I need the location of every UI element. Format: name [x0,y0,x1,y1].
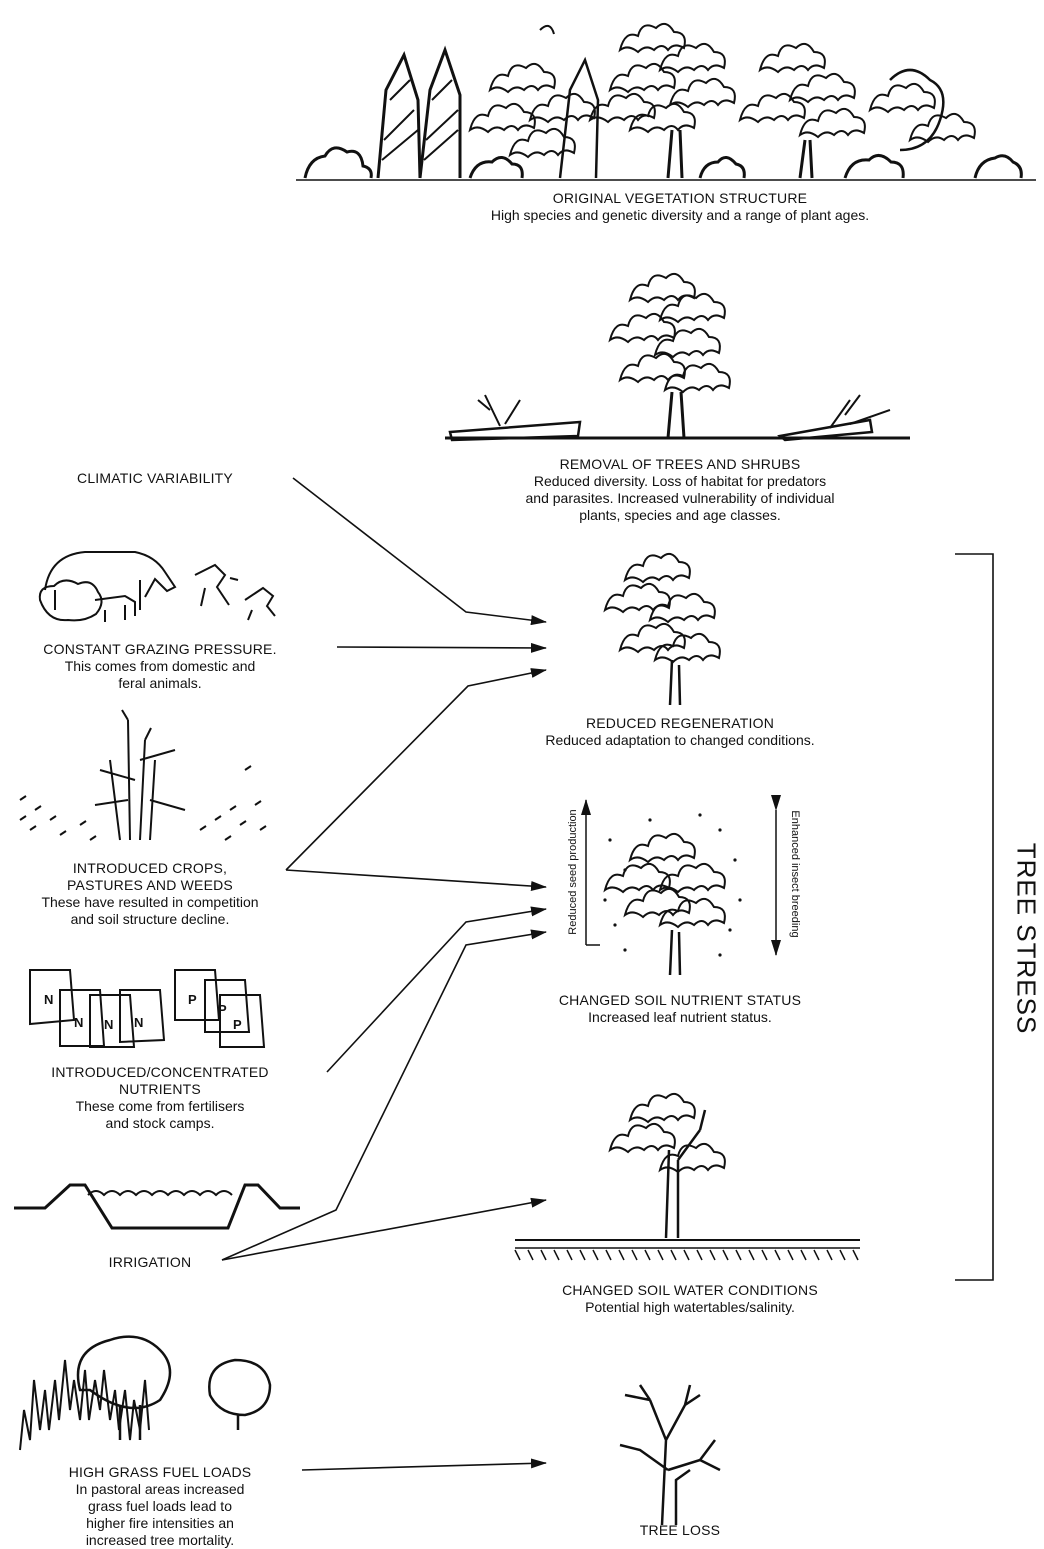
crops-title-line-1: INTRODUCED CROPS, [72,860,228,876]
nutrients-title-line-1: INTRODUCED/CONCENTRATED [51,1064,269,1080]
tree-loss-illustration [619,1384,721,1526]
nutrients-desc-line-1: These come from fertilisers [75,1098,245,1114]
removal-desc-line-1: Reduced diversity. Loss of habitat for p… [533,473,827,489]
regeneration-desc: Reduced adaptation to changed conditions… [545,732,815,748]
removal-title: REMOVAL OF TREES AND SHRUBS [559,456,801,472]
grazing-label: CONSTANT GRAZING PRESSURE. This comes fr… [5,641,315,692]
nutrient-status-title: CHANGED SOIL NUTRIENT STATUS [558,992,802,1008]
bag-letter-n-4: N [134,1015,144,1030]
soil-water-desc: Potential high watertables/salinity. [585,1299,795,1315]
tree-removal-illustration [445,272,910,442]
regeneration-label: REDUCED REGENERATION Reduced adaptation … [480,715,880,749]
grazing-desc-line-2: feral animals. [118,675,202,691]
bag-letter-p-3: P [233,1017,242,1032]
original-vegetation-title: ORIGINAL VEGETATION STRUCTURE [552,190,808,206]
nutrient-status-desc: Increased leaf nutrient status. [588,1009,772,1025]
soil-water-tree-illustration [514,1092,860,1261]
bag-letter-p-1: P [188,992,197,1007]
removal-label: REMOVAL OF TREES AND SHRUBS Reduced dive… [470,456,890,524]
removal-desc-line-2: and parasites. Increased vulnerability o… [525,490,835,506]
grazing-desc-line-1: This comes from domestic and [64,658,256,674]
nutrients-label: INTRODUCED/CONCENTRATED NUTRIENTS These … [5,1064,315,1132]
grass-fire-illustration [19,1335,272,1451]
irrigation-label: IRRIGATION [60,1254,240,1271]
regeneration-title: REDUCED REGENERATION [585,715,775,731]
nutrient-tree-illustration [581,795,781,976]
original-vegetation-illustration [296,22,1036,181]
grazing-title: CONSTANT GRAZING PRESSURE. [43,641,277,657]
nutrients-desc-line-2: and stock camps. [105,1115,215,1131]
climate-label: CLIMATIC VARIABILITY [20,470,290,487]
crops-label: INTRODUCED CROPS, PASTURES AND WEEDS The… [0,860,300,928]
arrow-fuel-to-loss [301,1458,547,1471]
arrow-irrigation-to-nutrient [221,929,547,1261]
fuel-title: HIGH GRASS FUEL LOADS [68,1464,252,1480]
regeneration-tree-illustration [604,552,721,706]
arrow-grazing-to-regeneration [336,642,547,653]
original-vegetation-label: ORIGINAL VEGETATION STRUCTURE High speci… [420,190,940,224]
bag-letter-n-3: N [104,1017,114,1032]
tree-loss-title: TREE LOSS [639,1522,721,1538]
bag-letter-n-1: N [44,992,54,1007]
fuel-desc-line-4: increased tree mortality. [85,1532,235,1548]
crops-desc-line-1: These have resulted in competition [41,894,259,910]
crops-title-line-2: PASTURES AND WEEDS [67,877,233,893]
original-vegetation-desc: High species and genetic diversity and a… [490,207,870,223]
fuel-label: HIGH GRASS FUEL LOADS In pastoral areas … [10,1464,310,1549]
fuel-desc-line-2: grass fuel loads lead to [88,1498,232,1514]
arrow-crops-to-regeneration [285,668,547,871]
climate-title: CLIMATIC VARIABILITY [77,470,233,486]
fertiliser-bags-illustration [29,969,266,1048]
irrigation-title: IRRIGATION [108,1254,192,1270]
removal-desc-line-3: plants, species and age classes. [579,507,781,523]
crops-desc-line-2: and soil structure decline. [70,911,230,927]
enhanced-insect-breeding-label: Enhanced insect breeding [789,810,801,938]
crops-weeds-illustration [19,709,267,841]
arrow-irrigation-to-water [221,1197,547,1261]
soil-water-title: CHANGED SOIL WATER CONDITIONS [562,1282,818,1298]
nutrients-title-line-2: NUTRIENTS [119,1081,201,1097]
bag-letter-n-2: N [74,1015,84,1030]
arrow-crops-to-nutrient [285,869,547,892]
connector-arrows [221,477,547,1471]
fuel-desc-line-1: In pastoral areas increased [75,1481,245,1497]
nutrient-status-label: CHANGED SOIL NUTRIENT STATUS Increased l… [480,992,880,1026]
reduced-seed-production-label: Reduced seed production [567,809,579,935]
tree-loss-label: TREE LOSS [580,1522,780,1539]
arrow-nutrients-to-nutrient [326,906,547,1073]
grazing-animals-illustration [38,551,276,622]
bag-letter-p-2: P [218,1002,227,1017]
tree-stress-bracket [955,553,994,1281]
arrow-climate-to-regeneration [292,477,547,626]
irrigation-channel-illustration [14,1183,300,1230]
tree-stress-label: TREE STRESS [1011,842,1042,1035]
soil-water-label: CHANGED SOIL WATER CONDITIONS Potential … [480,1282,900,1316]
fuel-desc-line-3: higher fire intensities an [86,1515,234,1531]
